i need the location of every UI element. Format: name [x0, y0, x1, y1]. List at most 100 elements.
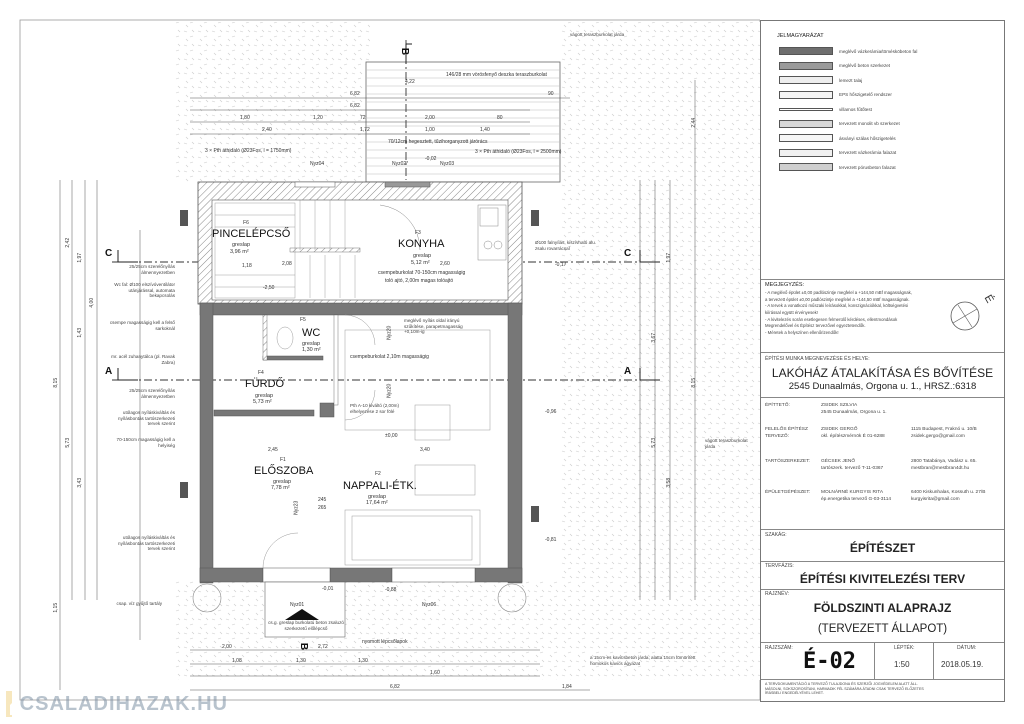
- szakag-value: ÉPÍTÉSZET: [849, 541, 916, 555]
- dim-top: 4,22: [405, 79, 415, 85]
- person-role-text: ÉPÜLETGÉPÉSZET:: [765, 490, 811, 495]
- dim-bottom: 6,82: [390, 684, 400, 690]
- new-walls: [199, 302, 523, 584]
- room-id: F5: [300, 317, 306, 323]
- note-line: Megrendelővel és Építész tervezővel egye…: [765, 323, 866, 329]
- room-area: 3,96 m²: [230, 249, 249, 255]
- level-mark: -0,02: [425, 156, 437, 162]
- section-c-left: C: [105, 248, 113, 259]
- door-lintel-note: Pth A-10 kiváltó (2,00m) elhelyezése 2 s…: [350, 403, 400, 414]
- dim-left: 1,43: [77, 327, 84, 338]
- door-code: Nyz04: [310, 161, 325, 167]
- dim-top: 2,40: [262, 127, 272, 133]
- legend-swatch: [779, 107, 833, 111]
- datum-value: 2018.05.19.: [941, 660, 984, 669]
- legend-swatch: [779, 61, 833, 70]
- paving-note: nyomott lépcsőlapok: [362, 639, 408, 645]
- legend-item: tervezett vázkerámia falazat: [779, 148, 896, 157]
- opening-note: meglévő nyílás oldal irányú szűkítése, p…: [404, 318, 463, 335]
- dim-top: 2,00: [425, 115, 435, 121]
- person-role-text: FELELŐS ÉPÍTÉSZ TERVEZŐ:: [765, 427, 808, 440]
- legend-label: lemezt talaj: [839, 77, 863, 83]
- section-a-left: A: [105, 366, 113, 377]
- room-area: 5,73 m²: [253, 399, 272, 405]
- rajznev-label: RAJZNÉV:: [765, 591, 789, 597]
- person-role-text: ÉPÍTTETŐ:: [765, 403, 790, 408]
- room-area: 17,64 m²: [366, 500, 388, 506]
- section-c-right: C: [624, 248, 632, 259]
- legend-label: meglévő vázkerámia/tömésköbeton fal: [839, 48, 918, 54]
- left-note: 70-150cm magasságig kell a helyiség: [116, 437, 175, 448]
- dim-bottom: 1,08: [232, 658, 242, 664]
- dim-bottom: 2,72: [318, 644, 328, 650]
- dim-right: 8,15: [691, 377, 698, 388]
- kitchen-door-note: toló ajtó, 2,00m magas tolóajtó: [385, 278, 454, 284]
- dim-top: 1,20: [313, 115, 323, 121]
- person-role: TARTÓSZERKEZET:: [765, 458, 817, 465]
- tervfazis-label: TERVFÁZIS:: [765, 563, 794, 569]
- person-detail-text: mestbran@mestbran4dt.hu: [911, 466, 970, 472]
- room-name-furdo: FÜRDŐ: [245, 378, 285, 390]
- gutter-note: csap. víz gyűjtő tartály: [116, 601, 162, 606]
- person-detail-text: ép.energetika tervező G-03-3114: [821, 497, 892, 503]
- person-role-text: TARTÓSZERKEZET:: [765, 459, 810, 464]
- dim-interior: 2,45: [268, 447, 278, 453]
- room-name-nappali: NAPPALI-ÉTK.: [343, 480, 417, 492]
- watermark-logo: CSALADIHAZAK.HU: [6, 690, 228, 718]
- house-logo-icon: [6, 691, 12, 717]
- door-code: Nyz23: [293, 500, 300, 515]
- beam-note: 70/12cm hegesztett, tűzihorganyzott járó…: [388, 139, 488, 145]
- dim-top: 1,72: [360, 127, 370, 133]
- dim-top: 6,82: [350, 91, 360, 97]
- note-line: - Méretek a helyszínen ellenőrizendők!: [765, 329, 839, 335]
- note-line: kiírással együtt érvényesek!: [765, 309, 819, 315]
- level-mark: -0,88: [385, 587, 397, 593]
- section-b-top: B: [399, 47, 411, 56]
- level-mark: ±0,00: [385, 433, 398, 439]
- project-name: LAKÓHÁZ ÁTALAKÍTÁSA ÉS BŐVÍTÉSE: [771, 366, 994, 380]
- cut-paving-right: vágott teraszburkolat járda: [705, 438, 748, 449]
- legend-swatch: [779, 90, 833, 99]
- door-code: Nyz01: [290, 602, 305, 608]
- rajznev-value: FÖLDSZINTI ALAPRAJZ: [813, 601, 952, 615]
- section-b-bottom: B: [298, 642, 310, 651]
- room-area: 7,78 m²: [271, 485, 290, 491]
- entry-step-note: cs.g. greslap burkolatú beton zsaluzó sz…: [268, 620, 344, 631]
- door-code: Nyz20: [386, 383, 393, 398]
- door-code: Nyz20: [386, 325, 393, 340]
- level-mark: -2,50: [263, 285, 275, 291]
- dim-top: 1,00: [425, 127, 435, 133]
- dim-right: 3,67: [651, 332, 658, 343]
- person-contact1-text: 1115 Budapest, Fraknó u. 10/B: [911, 427, 977, 432]
- project-label: ÉPÍTÉSI MUNKA MEGNEVEZÉSE ÉS HELYE:: [765, 356, 870, 362]
- dim-top: 1,80: [240, 115, 250, 121]
- legend-item: tervezett monolit vb szerkezet: [779, 119, 900, 128]
- szakag-label: SZAKÁG:: [765, 532, 787, 538]
- dim-left: 8,15: [53, 377, 60, 388]
- dim-interior: 2,08: [282, 261, 292, 267]
- room-floor: greslap: [273, 479, 292, 485]
- person-detail-text: tartószerk. tervező T-11-0367: [821, 466, 884, 472]
- room-floor: greslap: [255, 393, 274, 399]
- dim-bottom: 1,30: [358, 658, 368, 664]
- person-name-text: ZSIDEK SZILVIA: [821, 403, 858, 408]
- legend-swatch: [779, 47, 833, 55]
- legend-item: meglévő vázkerámia/tömésköbeton fal: [779, 47, 917, 55]
- legend-item: meglévő beton szerkezet: [779, 61, 890, 70]
- room-floor: greslap: [368, 494, 387, 500]
- dim-top: 6,82: [350, 103, 360, 109]
- dim-left: 1,15: [53, 602, 60, 613]
- left-note: 25/25cm szerelőnyílás álmennyezetben: [129, 388, 175, 399]
- legend-item: lemezt talaj: [779, 76, 862, 84]
- dim-right: 1,97: [666, 252, 673, 263]
- room-id: F3: [415, 230, 421, 236]
- person-contact1-text: 2800 Tatabánya, Vadász u. 65.: [911, 459, 977, 464]
- dim-top: 80: [497, 115, 503, 121]
- copyright-note: A TERVDOKUMENTÁCIÓ A TERVEZŐ TULAJDONA É…: [765, 682, 924, 696]
- dim-left: 1,97: [77, 252, 84, 263]
- stair: [214, 200, 356, 299]
- room-name-pincelepcso: PINCELÉPCSŐ: [212, 228, 291, 240]
- legend-item: ásványi szálas hőszigetelés: [779, 134, 896, 142]
